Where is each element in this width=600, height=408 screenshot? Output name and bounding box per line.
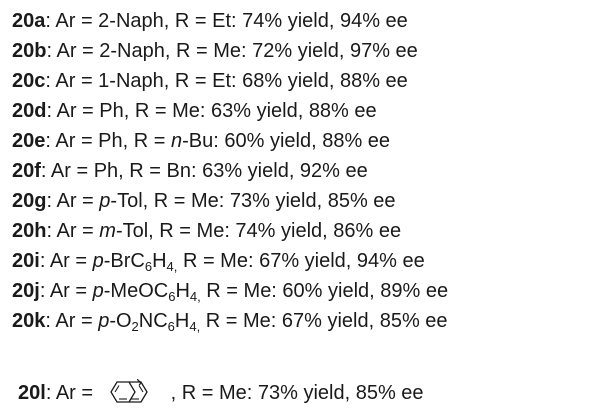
entry-20j: 20j: Ar = p-MeOC6H4, R = Me: 60% yield, … bbox=[12, 276, 597, 306]
entry-italic-prefix: p bbox=[92, 250, 104, 272]
compound-id: 20k bbox=[12, 310, 46, 332]
compound-id: 20b bbox=[12, 40, 47, 62]
subscript: 4, bbox=[189, 289, 201, 304]
entry-20k: 20k: Ar = p-O2NC6H4, R = Me: 67% yield, … bbox=[12, 306, 597, 336]
entry-text-rest: R = Me: 67% yield, 94% ee bbox=[177, 250, 425, 272]
entry-formula: -MeOC bbox=[103, 280, 169, 302]
entry-text-rest: -Bu: 60% yield, 88% ee bbox=[182, 130, 391, 152]
entry-20i: 20i: Ar = p-BrC6H4, R = Me: 67% yield, 9… bbox=[12, 246, 597, 276]
entry-text: : Ar = 1-Naph, R = Et: 68% yield, 88% ee bbox=[45, 70, 408, 92]
entry-formula: H bbox=[174, 310, 190, 332]
entry-text: : Ar = bbox=[45, 382, 99, 404]
entry-20l: 20l: Ar = , R = Me: 73% yield, 85% ee bbox=[18, 378, 424, 408]
entry-formula: NC bbox=[138, 310, 168, 332]
entry-italic-prefix: p bbox=[99, 190, 111, 212]
entry-italic-prefix: n bbox=[171, 130, 183, 152]
entry-formula: -BrC bbox=[103, 250, 145, 272]
compound-id: 20i bbox=[12, 250, 40, 272]
compound-id: 20g bbox=[12, 190, 47, 212]
entry-text: : Ar = 2-Naph, R = Et: 74% yield, 94% ee bbox=[45, 10, 408, 32]
entry-italic-prefix: p bbox=[98, 310, 110, 332]
subscript: 6 bbox=[144, 259, 153, 274]
entry-20f: 20f: Ar = Ph, R = Bn: 63% yield, 92% ee bbox=[12, 156, 597, 186]
compound-id: 20h bbox=[12, 220, 47, 242]
subscript: 4, bbox=[189, 319, 201, 334]
entry-text-rest: -Tol, R = Me: 74% yield, 86% ee bbox=[115, 220, 402, 242]
entry-list: 20a: Ar = 2-Naph, R = Et: 74% yield, 94%… bbox=[12, 6, 597, 336]
entry-20e: 20e: Ar = Ph, R = n-Bu: 60% yield, 88% e… bbox=[12, 126, 597, 156]
entry-20c: 20c: Ar = 1-Naph, R = Et: 68% yield, 88%… bbox=[12, 66, 597, 96]
entry-text: : Ar = Ph, R = bbox=[45, 130, 171, 152]
entry-text: : Ar = Ph, R = Bn: 63% yield, 92% ee bbox=[40, 160, 368, 182]
compound-id: 20a bbox=[12, 10, 46, 32]
1-naphthyl-structure-icon bbox=[103, 379, 167, 405]
entry-text-rest: R = Me: 60% yield, 89% ee bbox=[200, 280, 449, 302]
compound-id: 20d bbox=[12, 100, 47, 122]
subscript: 4, bbox=[166, 259, 178, 274]
entry-text: : Ar = 2-Naph, R = Me: 72% yield, 97% ee bbox=[46, 40, 418, 62]
entry-text: : Ar = Ph, R = Me: 63% yield, 88% ee bbox=[46, 100, 377, 122]
entry-text: : Ar = bbox=[46, 190, 100, 212]
compound-id: 20f bbox=[12, 160, 41, 182]
entry-20a: 20a: Ar = 2-Naph, R = Et: 74% yield, 94%… bbox=[12, 6, 597, 36]
entry-text: : Ar = bbox=[45, 310, 99, 332]
subscript: 6 bbox=[168, 289, 176, 304]
entry-text-rest: R = Me: 67% yield, 85% ee bbox=[200, 310, 448, 332]
compound-id: 20j bbox=[12, 280, 40, 302]
entry-text: : Ar = bbox=[39, 280, 93, 302]
compound-id: 20c bbox=[12, 70, 46, 92]
entry-20h: 20h: Ar = m-Tol, R = Me: 74% yield, 86% … bbox=[12, 216, 597, 246]
subscript: 6 bbox=[167, 319, 175, 334]
entry-text-rest: , R = Me: 73% yield, 85% ee bbox=[170, 382, 424, 404]
entry-text: : Ar = bbox=[39, 250, 93, 272]
entry-formula: H bbox=[175, 280, 190, 302]
entry-20d: 20d: Ar = Ph, R = Me: 63% yield, 88% ee bbox=[12, 96, 597, 126]
entry-20g: 20g: Ar = p-Tol, R = Me: 73% yield, 85% … bbox=[12, 186, 597, 216]
entry-20b: 20b: Ar = 2-Naph, R = Me: 72% yield, 97%… bbox=[12, 36, 597, 66]
subscript: 2 bbox=[131, 319, 139, 334]
entry-formula: -O bbox=[109, 310, 132, 332]
entry-italic-prefix: m bbox=[99, 220, 116, 242]
entry-text: : Ar = bbox=[46, 220, 100, 242]
compound-id: 20l bbox=[18, 382, 46, 404]
compound-id: 20e bbox=[12, 130, 46, 152]
entry-text-rest: -Tol, R = Me: 73% yield, 85% ee bbox=[110, 190, 396, 212]
entry-italic-prefix: p bbox=[92, 280, 104, 302]
entry-formula: H bbox=[152, 250, 167, 272]
